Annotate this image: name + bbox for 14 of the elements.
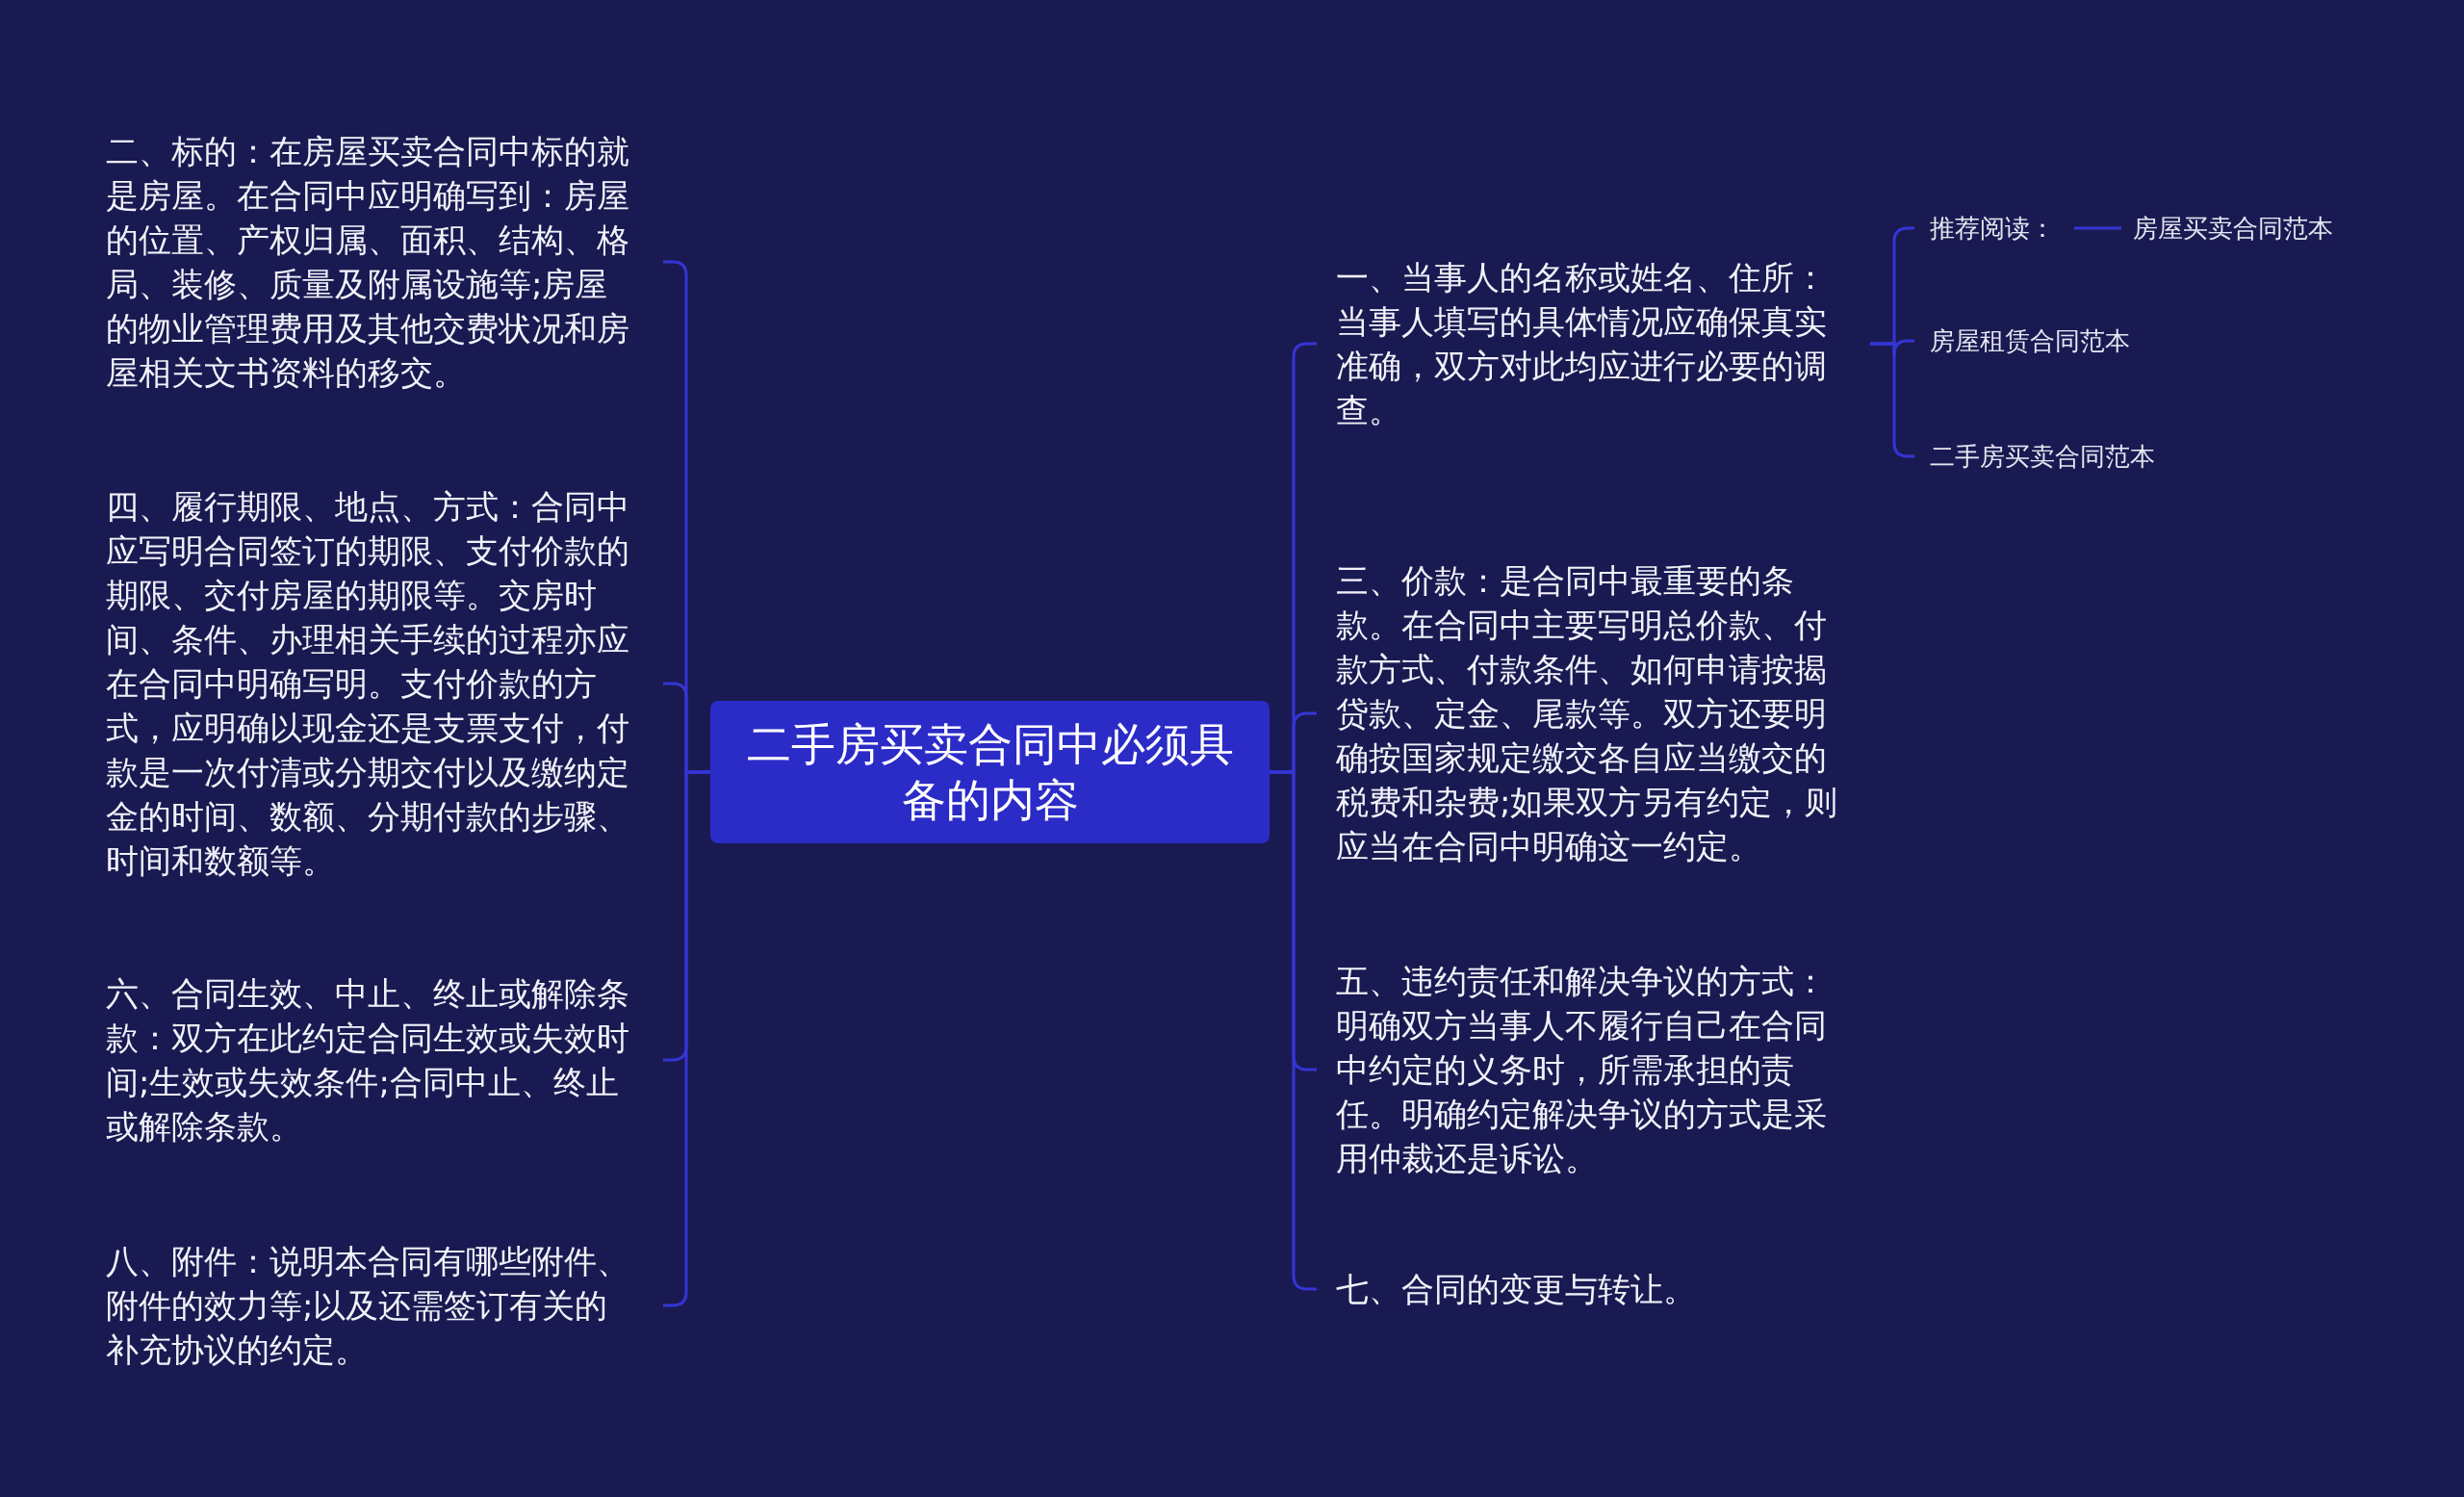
topic-text: 八、附件：说明本合同有哪些附件、附件的效力等;以及还需签订有关的补充协议的约定。 <box>106 1239 663 1372</box>
root-box: 二手房买卖合同中必须具备的内容 <box>710 701 1270 843</box>
subtopic-text: 房屋租赁合同范本 <box>1914 324 2165 357</box>
subtopic-text: 推荐阅读： <box>1914 212 2074 245</box>
topic-text: 三、价款：是合同中最重要的条款。在合同中主要写明总价款、付款方式、付款条件、如何申请按揭贷款、定金、尾款等。双方还要明确按国家规定缴交各自应当缴交的税费和杂费;如果双方另有约定，则应当在合同中明确这一约定。 <box>1317 558 1870 868</box>
topic-text: 四、履行期限、地点、方式：合同中应写明合同签订的期限、支付价款的期限、交付房屋的期限等。交房时间、条件、办理相关手续的过程亦应在合同中明确写明。支付价款的方式，应明确以现金还是支票支付，付款是一次付清或分期交付以及缴纳定金的时间、数额、分期付款的步骤、时间和数额等。 <box>106 484 663 883</box>
topic-text: 六、合同生效、中止、终止或解除条款：双方在此约定合同生效或失效时间;生效或失效条件;合同中止、终止或解除条款。 <box>106 971 663 1149</box>
topic-text: 七、合同的变更与转让。 <box>1317 1267 1870 1311</box>
subtopic-text: 二手房买卖合同范本 <box>1914 440 2184 473</box>
topic-text: 二、标的：在房屋买卖合同中标的就是房屋。在合同中应明确写到：房屋的位置、产权归属、面积、结构、格局、装修、质量及附属设施等;房屋的物业管理费用及其他交费状况和房屋相关文书资料的移交。 <box>106 129 663 395</box>
subtopic-text: 房屋买卖合同范本 <box>2121 212 2372 245</box>
connector-line <box>2074 226 2121 230</box>
topic-text: 一、当事人的名称或姓名、住所：当事人填写的具体情况应确保真实准确，双方对此均应进行必要的调查。 <box>1317 255 1870 432</box>
topic-text: 五、违约责任和解决争议的方式：明确双方当事人不履行自己在合同中约定的义务时，所需承担的责任。明确约定解决争议的方式是采用仲裁还是诉讼。 <box>1317 959 1870 1180</box>
